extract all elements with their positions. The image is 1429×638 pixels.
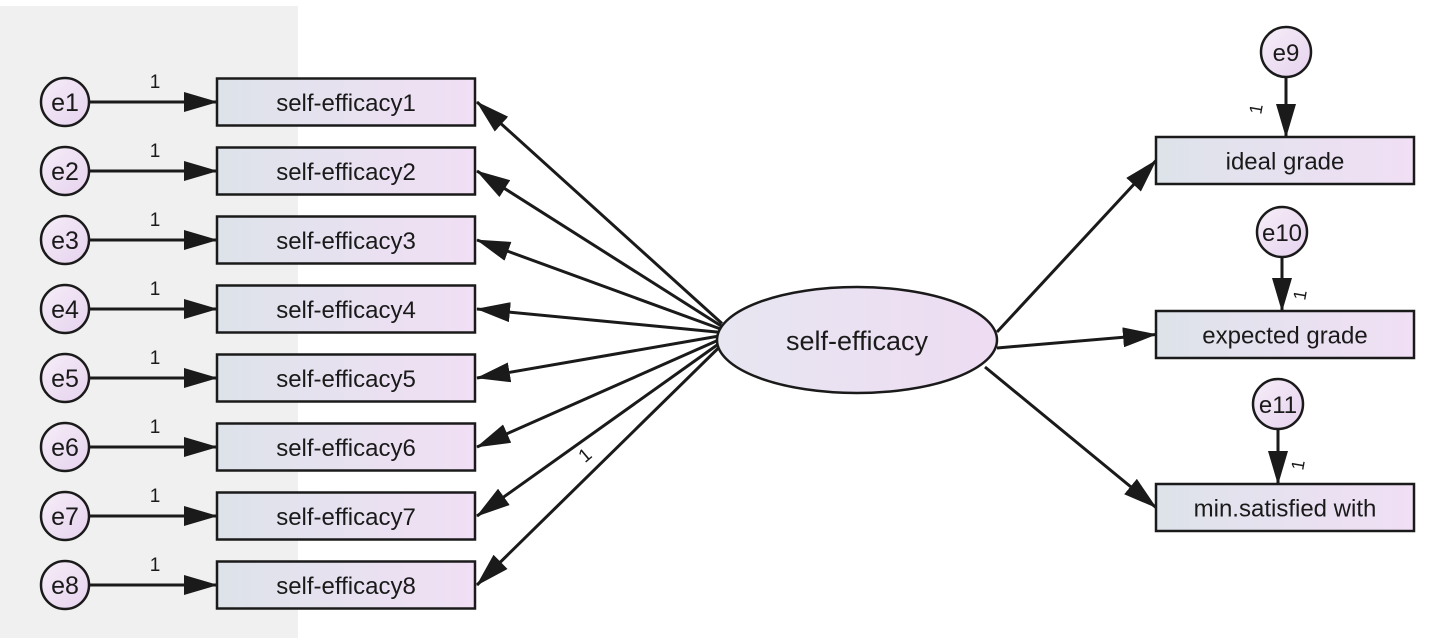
indicator-box-self-efficacy1[interactable]: self-efficacy1 [215, 77, 477, 127]
error-node-e8[interactable]: e8 [39, 559, 91, 611]
error-weight-label: 1 [150, 555, 161, 576]
loading-arrow-self-efficacy4 [476, 302, 723, 334]
loading-arrow-self-efficacy3 [476, 238, 723, 331]
indicator-rect [1154, 135, 1416, 186]
error-label: e1 [51, 89, 79, 117]
loading-arrow-self-efficacy8 [475, 343, 724, 587]
error-circle [39, 214, 91, 266]
indicator-rect [1154, 482, 1416, 533]
loading-arrow-self-efficacy2 [476, 169, 723, 328]
error-node-e5[interactable]: e5 [39, 352, 91, 404]
indicator-label: self-efficacy6 [276, 435, 416, 462]
fixed-loading-label: 1 [575, 444, 597, 467]
error-circle [1251, 377, 1305, 431]
indicator-rect [215, 422, 477, 472]
latent-label: self-efficacy [786, 326, 929, 356]
error-weight-label: 1 [150, 348, 161, 369]
error-circle [39, 283, 91, 335]
error-circle [39, 490, 91, 542]
error-label: e3 [51, 227, 79, 255]
error-circle [1255, 205, 1309, 259]
indicator-rect [215, 491, 477, 541]
error-node-e10[interactable]: e10 [1255, 205, 1309, 259]
error-circle [39, 76, 91, 128]
indicator-box-self-efficacy8[interactable]: self-efficacy8 [215, 560, 477, 610]
loading-arrow-e9 [995, 159, 1158, 334]
error-node-e7[interactable]: e7 [39, 490, 91, 542]
error-weight-label: 1 [150, 210, 161, 231]
indicator-box-self-efficacy3[interactable]: self-efficacy3 [215, 215, 477, 265]
error-label: e5 [51, 365, 79, 393]
indicator-rect [215, 215, 477, 265]
indicator-label: ideal grade [1226, 149, 1345, 176]
indicator-rect [215, 353, 477, 403]
error-circle [39, 559, 91, 611]
error-weight-label: 1 [150, 279, 161, 300]
error-circle [39, 421, 91, 473]
error-label: e2 [51, 158, 79, 186]
indicator-box-self-efficacy7[interactable]: self-efficacy7 [215, 491, 477, 541]
indicator-label: self-efficacy5 [276, 366, 416, 393]
indicator-rect [215, 77, 477, 127]
indicator-label: self-efficacy7 [276, 504, 416, 531]
error-node-e2[interactable]: e2 [39, 145, 91, 197]
error-weight-label: 1 [1287, 458, 1308, 471]
indicator-label: expected grade [1202, 323, 1367, 350]
error-weight-label: 1 [1245, 102, 1266, 115]
indicator-rect [215, 560, 477, 610]
error-node-e3[interactable]: e3 [39, 214, 91, 266]
latent-node-self-efficacy[interactable]: self-efficacy [715, 285, 999, 395]
latent-ellipse [715, 285, 999, 395]
error-weight-label: 1 [150, 141, 161, 162]
error-circle [39, 352, 91, 404]
loading-arrow-self-efficacy5 [476, 334, 723, 383]
indicator-box-min-satisfied-with[interactable]: min.satisfied with [1154, 482, 1416, 533]
indicator-box-self-efficacy6[interactable]: self-efficacy6 [215, 422, 477, 472]
error-circle [39, 145, 91, 197]
error-node-e1[interactable]: e1 [39, 76, 91, 128]
loading-arrow-self-efficacy6 [476, 337, 723, 449]
indicator-box-ideal-grade[interactable]: ideal grade [1154, 135, 1416, 186]
error-node-e6[interactable]: e6 [39, 421, 91, 473]
error-weight-label: 1 [150, 417, 161, 438]
error-label: e8 [51, 572, 79, 600]
indicator-rect [215, 146, 477, 196]
indicator-rect [215, 284, 477, 334]
error-label: e11 [1259, 392, 1297, 419]
indicator-label: self-efficacy1 [276, 90, 416, 117]
indicator-box-self-efficacy5[interactable]: self-efficacy5 [215, 353, 477, 403]
loading-arrow-self-efficacy7 [476, 340, 723, 518]
loading-arrow-e10 [996, 327, 1157, 350]
error-weight-label: 1 [1289, 288, 1310, 301]
error-node-e4[interactable]: e4 [39, 283, 91, 335]
path-arrows [89, 77, 1296, 595]
error-node-e9[interactable]: e9 [1259, 25, 1313, 79]
loading-arrow-e11 [984, 365, 1157, 509]
indicator-label: min.satisfied with [1194, 496, 1377, 523]
indicator-box-self-efficacy4[interactable]: self-efficacy4 [215, 284, 477, 334]
error-label: e4 [51, 296, 79, 324]
error-label: e7 [51, 503, 79, 531]
error-label: e9 [1273, 40, 1300, 67]
error-weight-label: 1 [150, 486, 161, 507]
diagram-nodes: e11self-efficacy1e21self-efficacy2e31sel… [39, 25, 1416, 611]
error-node-e11[interactable]: e11 [1251, 377, 1305, 431]
error-label: e6 [51, 434, 79, 462]
indicator-box-self-efficacy2[interactable]: self-efficacy2 [215, 146, 477, 196]
indicator-rect [1154, 309, 1416, 360]
indicator-label: self-efficacy3 [276, 228, 416, 255]
indicator-box-expected-grade[interactable]: expected grade [1154, 309, 1416, 360]
indicator-label: self-efficacy2 [276, 159, 416, 186]
indicator-label: self-efficacy4 [276, 297, 416, 324]
indicator-label: self-efficacy8 [276, 573, 416, 600]
error-label: e10 [1262, 220, 1302, 247]
error-circle [1259, 25, 1313, 79]
loading-arrow-self-efficacy1 [475, 100, 724, 325]
error-weight-label: 1 [150, 72, 161, 93]
